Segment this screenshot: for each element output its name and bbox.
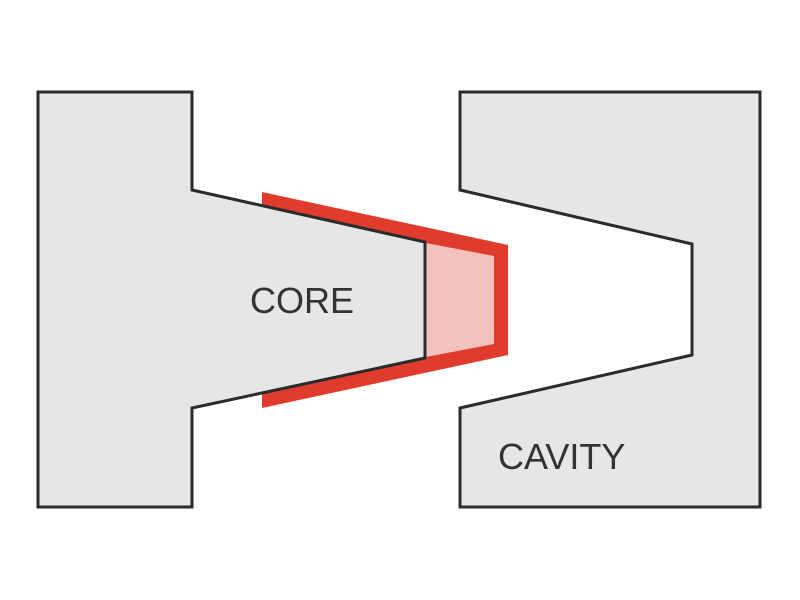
core-label: CORE <box>250 280 354 321</box>
core-part <box>36 90 427 509</box>
pink-cavity-fill <box>426 243 494 357</box>
cavity-part <box>458 90 762 509</box>
cavity-label: CAVITY <box>498 436 625 477</box>
